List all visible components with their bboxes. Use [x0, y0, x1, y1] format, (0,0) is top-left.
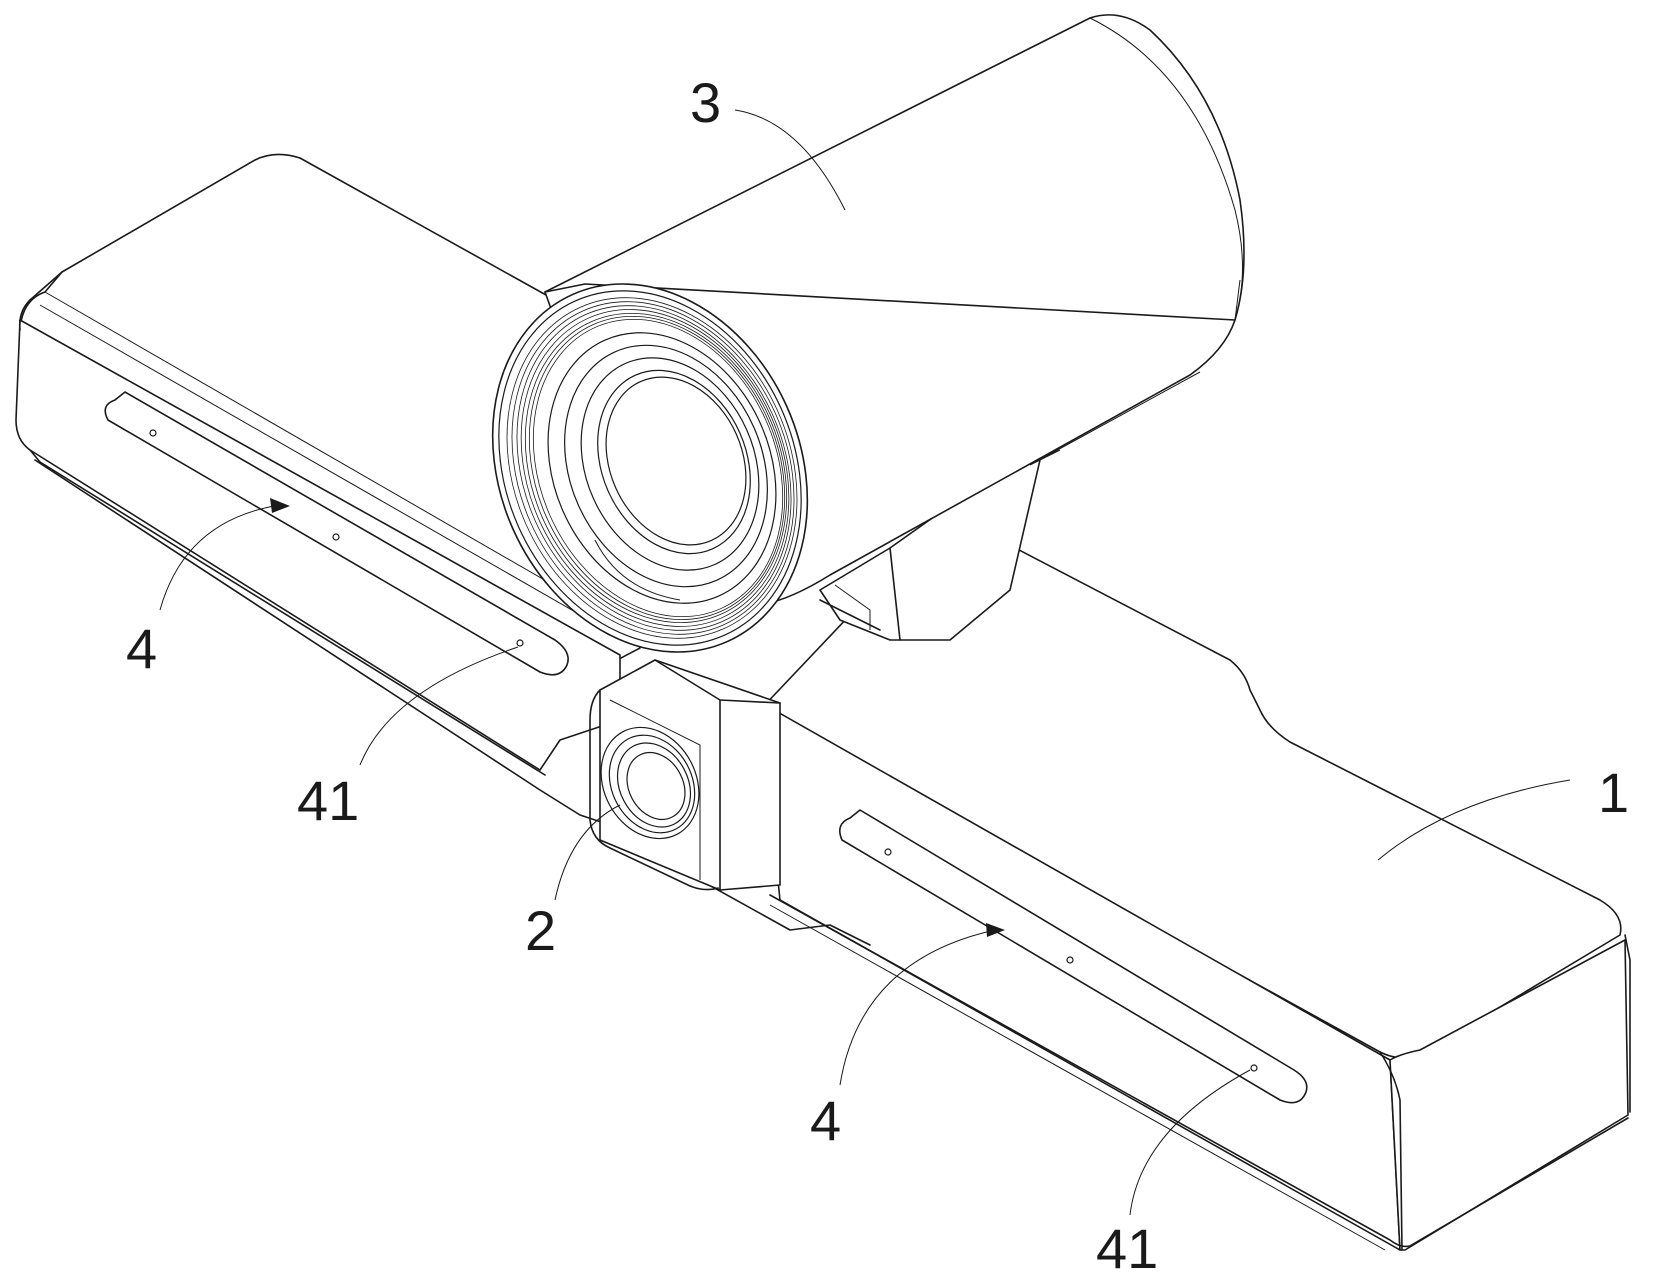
small-camera-module — [589, 659, 781, 891]
ptz-camera — [491, 14, 1245, 653]
base-bar — [15, 153, 1631, 1251]
label-41-left: 41 — [297, 769, 359, 832]
label-2: 2 — [525, 899, 556, 962]
ptz-lens-icon — [491, 283, 809, 653]
leader-lines — [159, 109, 1571, 1216]
label-1: 1 — [1598, 761, 1629, 824]
label-3: 3 — [690, 71, 721, 134]
left-slot — [104, 391, 569, 676]
small-lens-icon — [600, 726, 700, 840]
label-4-right: 4 — [810, 1089, 841, 1152]
label-41-right: 41 — [1096, 1217, 1158, 1278]
label-4-left: 4 — [126, 617, 157, 680]
right-slot — [839, 809, 1308, 1104]
